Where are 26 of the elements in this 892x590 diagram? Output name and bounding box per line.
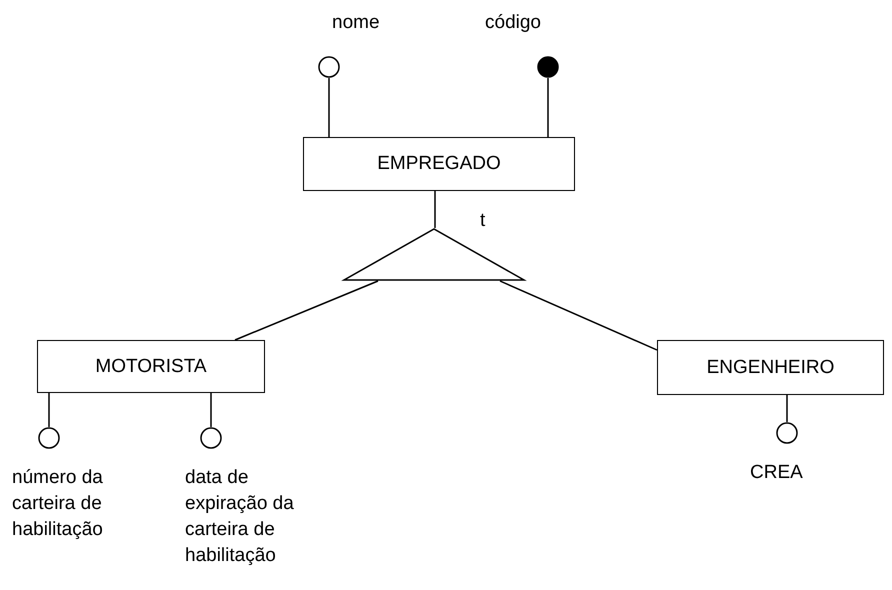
connector-line	[48, 393, 50, 427]
specialization-triangle	[343, 228, 525, 281]
attribute-name: CREA	[750, 461, 804, 485]
attribute-marker	[38, 427, 60, 449]
entity-name: EMPREGADO	[377, 153, 501, 175]
specialization-label: t	[480, 209, 486, 233]
attribute-name: código	[485, 11, 542, 35]
attribute-name: número da carteira de habilitação	[12, 466, 104, 542]
entity-box	[657, 340, 884, 395]
connector-line	[234, 280, 378, 341]
connector-line	[547, 78, 549, 137]
attribute-marker	[318, 56, 340, 78]
entity-name: MOTORISTA	[95, 356, 207, 378]
entity-name: ENGENHEIRO	[706, 356, 834, 378]
attribute-marker	[776, 422, 798, 444]
attribute-marker	[200, 427, 222, 449]
identifier-attribute-marker	[537, 56, 559, 78]
entity-box	[303, 137, 575, 191]
connector-line	[210, 393, 212, 427]
connector-line	[500, 280, 658, 351]
connector-line	[328, 78, 330, 137]
attribute-name: data de expiração da carteira de habilitação	[185, 466, 295, 568]
attribute-name: nome	[332, 11, 381, 35]
connector-line	[786, 395, 788, 422]
connector-line	[434, 191, 436, 228]
entity-box	[37, 340, 265, 393]
